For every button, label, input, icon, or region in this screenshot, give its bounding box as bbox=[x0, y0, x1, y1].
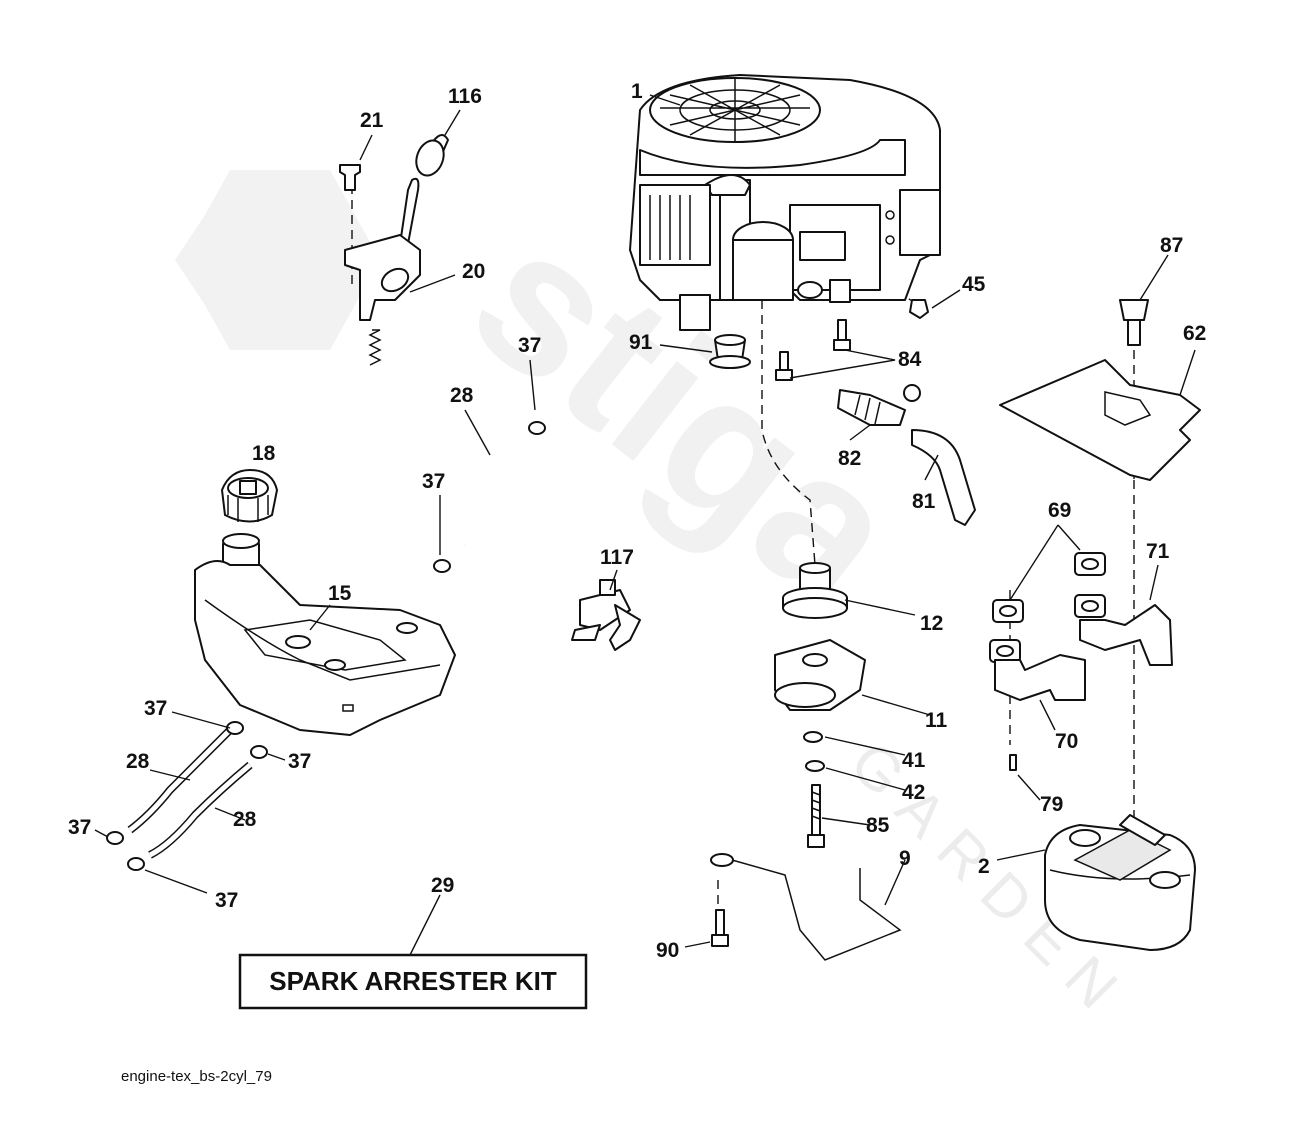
callout-82: 82 bbox=[838, 447, 861, 470]
callout-41: 41 bbox=[902, 749, 926, 772]
callout-28-right: 28 bbox=[233, 808, 257, 831]
callout-2: 2 bbox=[978, 855, 990, 878]
callout-28-hose-top: 28 bbox=[450, 384, 474, 407]
callout-42: 42 bbox=[902, 781, 925, 804]
muffler-part bbox=[1044, 814, 1196, 951]
callout-28-left: 28 bbox=[126, 750, 150, 773]
callout-37-right: 37 bbox=[288, 750, 311, 773]
callout-62: 62 bbox=[1183, 322, 1206, 345]
callout-87: 87 bbox=[1160, 234, 1183, 257]
callout-37-left-bottom: 37 bbox=[68, 816, 91, 839]
callout-37-hose-mid: 37 bbox=[422, 470, 445, 493]
diagram-filename: engine-tex_bs-2cyl_79 bbox=[121, 1068, 272, 1085]
spark-arrester-kit-box: SPARK ARRESTER KIT bbox=[238, 953, 588, 1010]
callout-84: 84 bbox=[898, 348, 922, 371]
mounting-hardware bbox=[709, 299, 929, 381]
callout-37-left-top: 37 bbox=[144, 697, 167, 720]
callout-12: 12 bbox=[920, 612, 943, 635]
callout-70: 70 bbox=[1055, 730, 1078, 753]
callout-37-bottom: 37 bbox=[215, 889, 238, 912]
callout-79: 79 bbox=[1040, 793, 1063, 816]
pto-clutch-part bbox=[774, 562, 866, 848]
callout-69: 69 bbox=[1048, 499, 1071, 522]
callout-37-hose-top: 37 bbox=[518, 334, 541, 357]
callout-90: 90 bbox=[656, 939, 679, 962]
callout-21: 21 bbox=[360, 109, 384, 132]
callout-117: 117 bbox=[600, 546, 634, 569]
callout-1: 1 bbox=[631, 80, 643, 103]
exhaust-pipes-part bbox=[989, 552, 1173, 771]
callout-71: 71 bbox=[1146, 540, 1170, 563]
fuel-valve-part bbox=[571, 579, 641, 651]
fuel-tank-part bbox=[194, 469, 456, 736]
fuel-lines-part bbox=[106, 421, 546, 871]
rod-part bbox=[710, 853, 902, 961]
fuel-filter-part bbox=[837, 384, 976, 526]
callout-85: 85 bbox=[866, 814, 890, 837]
callout-15: 15 bbox=[328, 582, 352, 605]
callout-116: 116 bbox=[448, 85, 482, 108]
callout-91: 91 bbox=[629, 331, 653, 354]
engine-part bbox=[629, 74, 941, 331]
callout-45: 45 bbox=[962, 273, 986, 296]
heat-shield-part bbox=[999, 299, 1201, 481]
callout-9: 9 bbox=[899, 847, 911, 870]
spark-arrester-kit-label: SPARK ARRESTER KIT bbox=[269, 966, 557, 996]
throttle-control-part bbox=[339, 134, 449, 366]
callout-20: 20 bbox=[462, 260, 485, 283]
callouts: 1 116 21 20 45 87 62 91 84 37 28 82 18 3… bbox=[68, 80, 1206, 962]
callout-18: 18 bbox=[252, 442, 276, 465]
callout-11: 11 bbox=[925, 709, 948, 732]
callout-81: 81 bbox=[912, 490, 936, 513]
callout-29: 29 bbox=[431, 874, 454, 897]
leader-lines bbox=[94, 94, 1196, 956]
